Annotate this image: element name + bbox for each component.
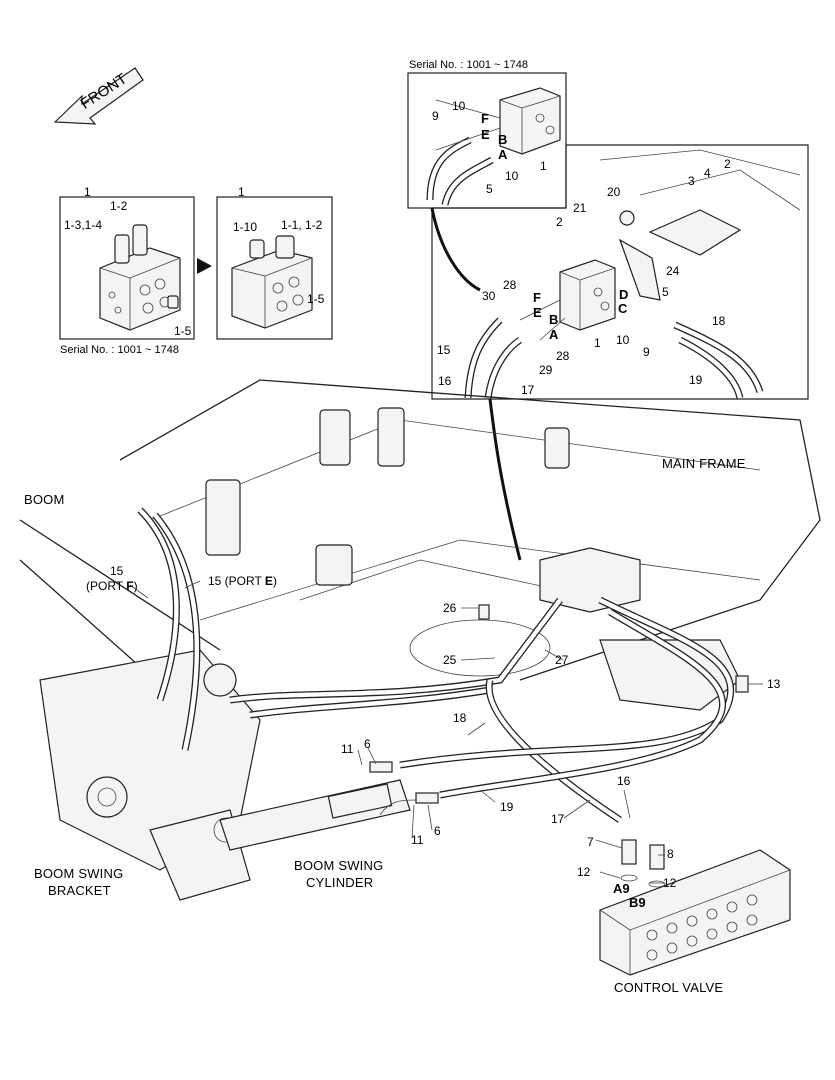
boom-drawing bbox=[19, 519, 261, 901]
callout: 17 bbox=[551, 812, 565, 826]
top-detail-label: E bbox=[481, 127, 490, 142]
fittings-drawing bbox=[369, 604, 749, 888]
right-detail-label: 29 bbox=[539, 363, 553, 377]
callout: 16 bbox=[617, 774, 631, 788]
right-detail-label: C bbox=[618, 301, 628, 316]
inset-before-label: 1-2 bbox=[110, 199, 128, 213]
callout: 11 bbox=[341, 742, 354, 756]
top-detail-serial: Serial No. : 1001 ~ 1748 bbox=[409, 59, 528, 71]
inset-after-frame bbox=[216, 196, 333, 340]
callout: A9 bbox=[613, 881, 630, 896]
callout: 7 bbox=[587, 835, 594, 849]
main-frame-label: MAIN FRAME bbox=[662, 456, 746, 471]
right-detail-label: A bbox=[549, 327, 559, 342]
right-detail-label: 19 bbox=[689, 373, 703, 387]
inset-before-label: 1 bbox=[84, 185, 91, 199]
top-detail-label: B bbox=[498, 132, 508, 147]
callout: 26 bbox=[443, 601, 457, 615]
valve-block-before-drawing bbox=[99, 224, 181, 331]
callout: 13 bbox=[767, 677, 781, 691]
right-detail-frame bbox=[431, 144, 809, 400]
right-detail-label: F bbox=[533, 290, 541, 305]
callout: 12 bbox=[577, 865, 591, 879]
connector-curve bbox=[430, 207, 481, 292]
top-detail-label: 10 bbox=[452, 99, 466, 113]
right-detail-label: 30 bbox=[482, 289, 496, 303]
right-detail-label: 3 bbox=[688, 174, 695, 188]
right-detail-label: D bbox=[619, 287, 629, 302]
right-detail-label: 20 bbox=[607, 185, 621, 199]
right-detail-drawing bbox=[464, 149, 801, 399]
valve-block-after-drawing bbox=[231, 235, 313, 329]
inset-before-label: 1-5 bbox=[174, 324, 192, 338]
inset-before-frame bbox=[59, 196, 195, 340]
port-e-label: 15 (PORT E) bbox=[208, 574, 277, 588]
boom-label: BOOM bbox=[24, 492, 65, 507]
top-detail-label: F bbox=[481, 111, 489, 126]
callout: 25 bbox=[443, 653, 457, 667]
callout: 18 bbox=[453, 711, 467, 725]
right-detail-label: 2 bbox=[724, 157, 731, 171]
right-detail-label: 17 bbox=[521, 383, 535, 397]
boom-swing-cylinder-drawing bbox=[219, 779, 411, 851]
right-detail-label: B bbox=[549, 312, 559, 327]
right-detail-label: 10 bbox=[616, 333, 630, 347]
inset-after-label: 1-1, 1-2 bbox=[281, 218, 323, 232]
port-f-label: (PORT F) bbox=[86, 579, 138, 593]
callout: 6 bbox=[364, 737, 371, 751]
right-detail-label: 28 bbox=[556, 349, 570, 363]
right-detail-label: 16 bbox=[438, 374, 452, 388]
boom-swing-bracket-label: BOOM SWING bbox=[34, 866, 124, 881]
transition-arrow-icon bbox=[197, 258, 212, 274]
inset-after-label: 1-5 bbox=[307, 292, 325, 306]
front-arrow-icon bbox=[53, 67, 144, 125]
control-valve-label: CONTROL VALVE bbox=[614, 980, 724, 995]
top-detail-label: A bbox=[498, 147, 508, 162]
control-valve-drawing bbox=[599, 849, 791, 976]
top-detail-label: 1 bbox=[540, 159, 547, 173]
inset-after-label: 1-10 bbox=[233, 220, 258, 234]
top-detail-label: 9 bbox=[432, 109, 439, 123]
inset-before-label: 1-3,1-4 bbox=[64, 218, 103, 232]
right-detail-label: 5 bbox=[662, 285, 669, 299]
top-detail-label: 10 bbox=[505, 169, 519, 183]
main-frame-drawing bbox=[119, 379, 821, 711]
right-detail-label: 15 bbox=[437, 343, 451, 357]
callout: 6 bbox=[434, 824, 441, 838]
callout: 11 bbox=[411, 833, 424, 847]
callout: 19 bbox=[500, 800, 514, 814]
boom-swing-bracket-label: BRACKET bbox=[48, 883, 111, 898]
callout: 27 bbox=[555, 653, 569, 667]
right-detail-label: 4 bbox=[704, 166, 711, 180]
right-detail-label: 21 bbox=[573, 201, 587, 215]
right-detail-label: 24 bbox=[666, 264, 680, 278]
right-detail-label: 28 bbox=[503, 278, 517, 292]
callout: B9 bbox=[629, 895, 646, 910]
top-detail-label: 5 bbox=[486, 182, 493, 196]
right-detail-label: 2 bbox=[556, 215, 563, 229]
boom-swing-cylinder-label: CYLINDER bbox=[306, 875, 374, 890]
connector-curve bbox=[488, 398, 522, 561]
right-detail-label: 1 bbox=[594, 336, 601, 350]
port-f-label: 15 bbox=[110, 564, 124, 578]
right-detail-label: 18 bbox=[712, 314, 726, 328]
inset-before-serial: Serial No. : 1001 ~ 1748 bbox=[60, 344, 179, 356]
callout: 8 bbox=[667, 847, 674, 861]
boom-swing-cylinder-label: BOOM SWING bbox=[294, 858, 384, 873]
leader-lines bbox=[129, 580, 763, 884]
right-detail-label: E bbox=[533, 305, 542, 320]
right-detail-label: 9 bbox=[643, 345, 650, 359]
top-detail-drawing bbox=[426, 87, 561, 206]
callout: 12 bbox=[663, 876, 677, 890]
inset-after-label: 1 bbox=[238, 185, 245, 199]
hydraulic-hoses bbox=[137, 507, 735, 823]
